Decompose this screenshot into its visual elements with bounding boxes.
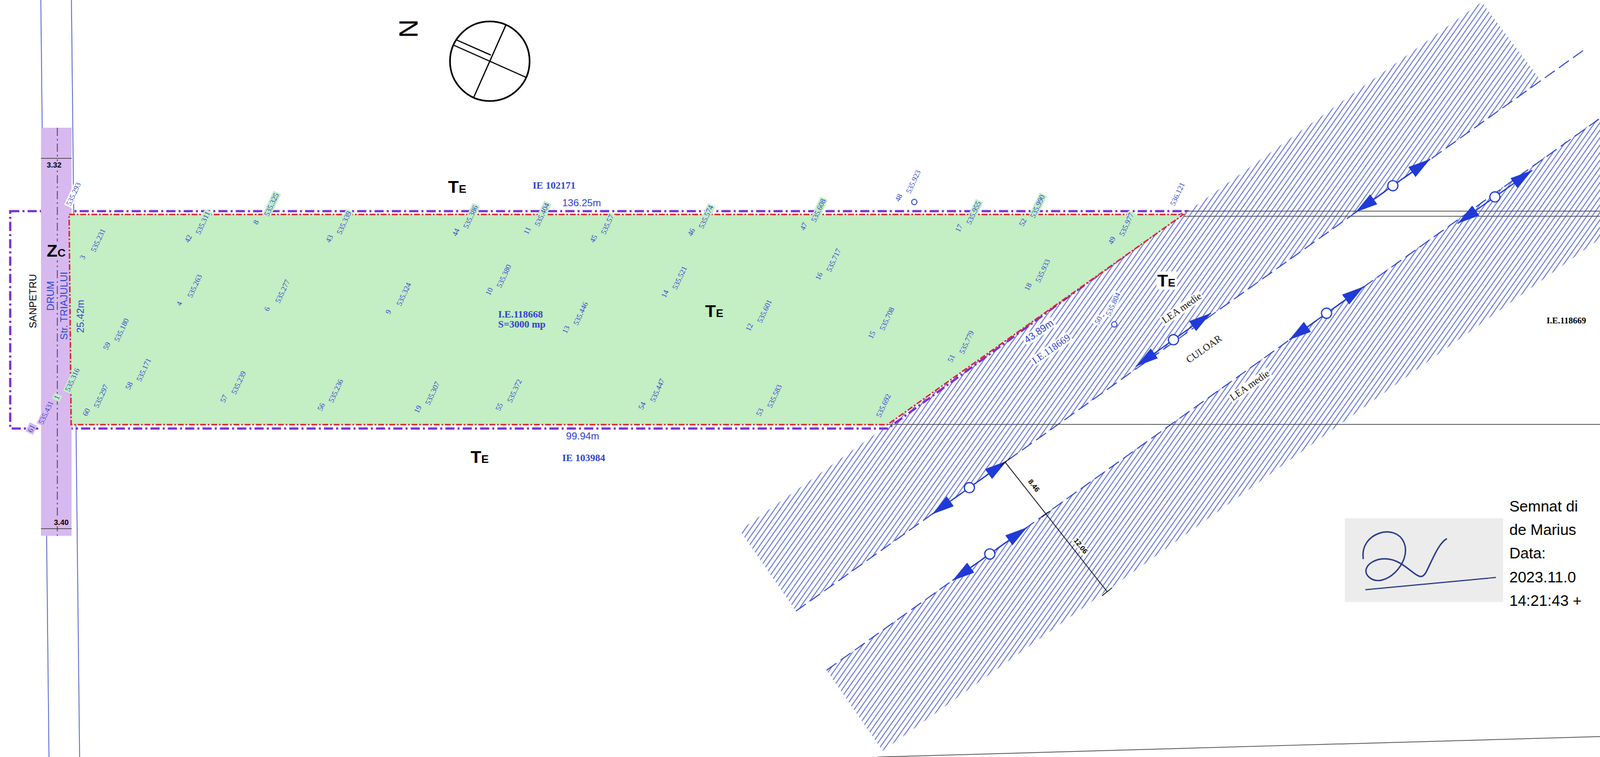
signature-text: 2023.11.0: [1508, 569, 1578, 586]
road-name: DRUM: [45, 279, 57, 312]
signature-text: 14:21:43 +: [1508, 592, 1584, 609]
zone-code: TE: [446, 177, 468, 197]
neighbour-line: [877, 736, 1600, 757]
power-line-arrows: [931, 158, 1533, 580]
dimension: 25.42m: [75, 298, 87, 334]
zone-code: TE: [469, 447, 490, 467]
dimension: 136.25m: [561, 197, 603, 209]
signature-image: [1344, 518, 1503, 603]
zone-code: TE: [1156, 271, 1177, 290]
parcel-id: IE 102171: [531, 180, 577, 191]
corridor-label: CULOAR: [1183, 332, 1226, 366]
survey-point: [911, 199, 918, 205]
parcel-id: I.E.118668 S=3000 mp: [497, 309, 569, 331]
boundary-outline: [9, 210, 1186, 429]
dimension-line: [1000, 457, 1113, 596]
neighbour-line: [1183, 216, 1600, 217]
signature-text: de Marius: [1508, 522, 1578, 539]
north-letter: N: [394, 18, 422, 40]
elevation-value: 535.923: [904, 168, 923, 197]
road-fill: [40, 127, 72, 536]
parcel-id: I.E.118669: [1545, 316, 1588, 327]
street-name: Str. TRIAJULUI: [59, 270, 70, 341]
dimension: 3.40: [52, 518, 70, 527]
zone-code: TE: [703, 301, 725, 321]
corridor-hatch: [826, 117, 1600, 751]
locality-name: SANPETRU: [28, 272, 40, 330]
neighbour-line: [1185, 210, 1600, 212]
corridor-edge: [826, 118, 1600, 670]
elevation-value: 536.121: [1168, 180, 1188, 209]
dimension: 3.32: [45, 161, 63, 170]
width-tick: [40, 157, 72, 159]
point-number: 61: [25, 422, 37, 435]
survey-point: [1111, 321, 1117, 327]
road-axis: [56, 127, 58, 536]
zone-code: ZC: [45, 241, 67, 261]
signature-text: Semnat di: [1508, 498, 1579, 515]
north-symbol: [449, 21, 530, 102]
point-number: 48: [892, 191, 905, 204]
parcel-id: IE 103984: [561, 452, 607, 464]
width-tick: [40, 527, 72, 529]
neighbour-line: [887, 424, 1600, 425]
dimension: 99.94m: [565, 431, 601, 442]
signature-text: Data:: [1508, 545, 1547, 562]
parcel-outline: [69, 214, 1184, 425]
road-band: DRUMStr. TRIAJULUI: [40, 127, 72, 536]
